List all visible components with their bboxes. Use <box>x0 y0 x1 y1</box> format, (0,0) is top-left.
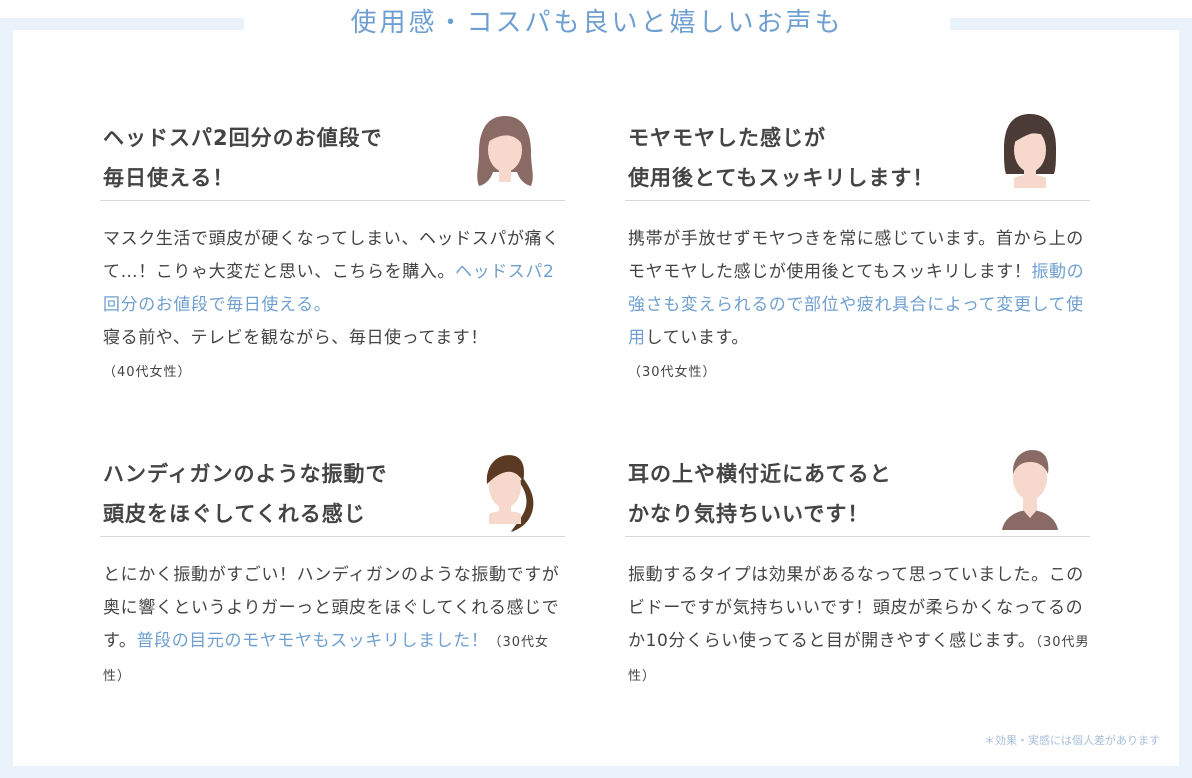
review-card-1: ヘッドスパ2回分のお値段で 毎日使える！ マスク生活で頭皮が硬くなってしまい、ヘ… <box>100 112 565 389</box>
disclaimer-note: ＊効果・実感には個人差があります <box>984 734 1160 747</box>
page-title: 使用感・コスパも良いと嬉しいお声も <box>350 8 844 38</box>
review-body: とにかく振動がすごい！ハンディガンのような振動ですが奥に響くというよりガーっと頭… <box>103 565 560 684</box>
review-card-2: モヤモヤした感じが 使用後とてもスッキリします！ 携帯が手放せずモヤつきを常に感… <box>625 112 1090 389</box>
review-header: モヤモヤした感じが 使用後とてもスッキリします！ <box>625 112 1090 201</box>
woman-bob-hair-icon <box>1004 114 1056 188</box>
man-short-hair-icon <box>1002 450 1058 530</box>
review-heading: モヤモヤした感じが 使用後とてもスッキリします！ <box>628 126 935 190</box>
review-body: 携帯が手放せずモヤつきを常に感じています。首から上のモヤモヤした感じが使用後とて… <box>628 229 1085 380</box>
woman-ponytail-icon <box>486 455 534 532</box>
review-age: （30代女性） <box>628 365 717 380</box>
review-heading: ハンディガンのような振動で 頭皮をほぐしてくれる感じ <box>103 462 388 526</box>
review-age: （30代女性） <box>103 635 550 684</box>
review-header: ハンディガンのような振動で 頭皮をほぐしてくれる感じ <box>100 448 565 537</box>
review-highlight: 普段の目元のモヤモヤもスッキリしました！ <box>136 631 489 651</box>
review-heading: ヘッドスパ2回分のお値段で 毎日使える！ <box>103 126 383 190</box>
woman-long-wavy-hair-icon <box>477 116 533 186</box>
review-highlight: 振動の強さも変えられるので部位や疲れ具合によって変更して使用 <box>628 262 1085 348</box>
review-age: （40代女性） <box>103 365 192 380</box>
review-body: マスク生活で頭皮が硬くなってしまい、ヘッドスパが痛くて…！こりゃ大変だと思い、こ… <box>103 229 560 380</box>
page-frame <box>0 18 1192 778</box>
title-wrap: 使用感・コスパも良いと嬉しいお声も <box>244 0 950 46</box>
review-age: （30代男性） <box>628 635 1090 684</box>
review-highlight: ヘッドスパ2回分のお値段で毎日使える。 <box>103 262 555 315</box>
review-header: ヘッドスパ2回分のお値段で 毎日使える！ <box>100 112 565 201</box>
review-card-4: 耳の上や横付近にあてると かなり気持ちいいです！ 振動するタイプは効果があるなっ… <box>625 448 1090 693</box>
review-body: 振動するタイプは効果があるなって思っていました。このビドーですが気持ちいいです！… <box>628 565 1090 684</box>
content-panel <box>13 30 1179 766</box>
review-header: 耳の上や横付近にあてると かなり気持ちいいです！ <box>625 448 1090 537</box>
review-heading: 耳の上や横付近にあてると かなり気持ちいいです！ <box>628 462 892 526</box>
review-card-3: ハンディガンのような振動で 頭皮をほぐしてくれる感じ とにかく振動がすごい！ハン… <box>100 448 565 693</box>
